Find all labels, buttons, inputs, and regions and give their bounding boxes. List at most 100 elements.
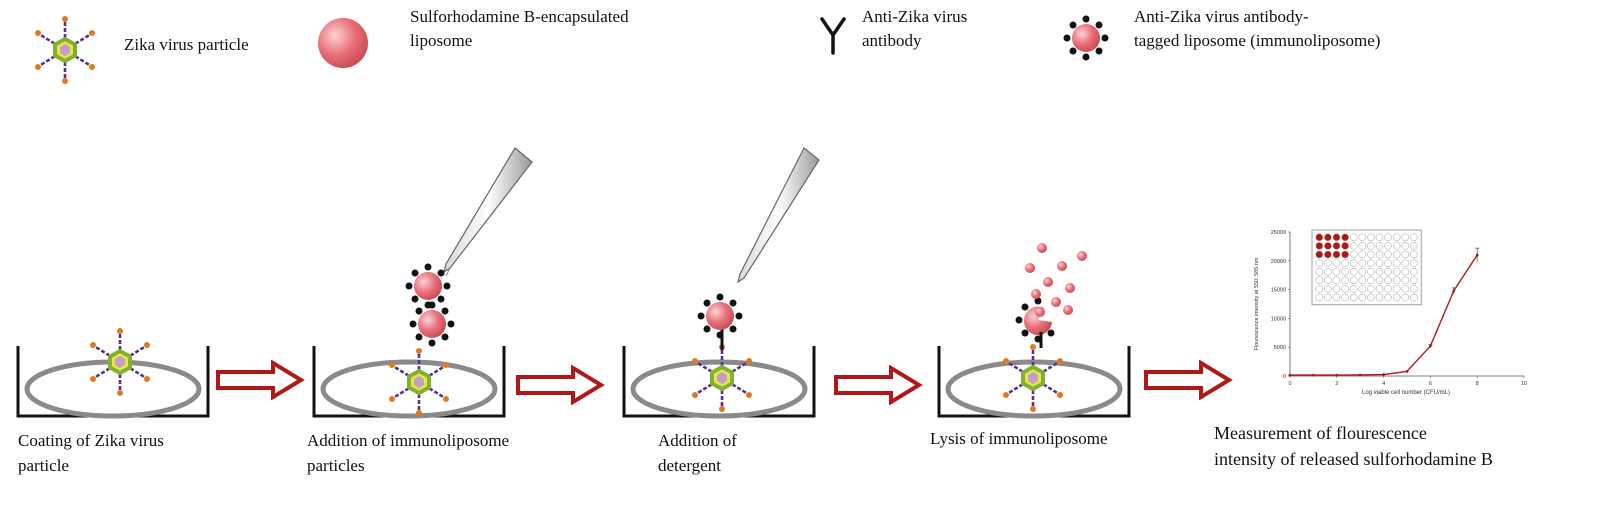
chart-x-axis-label: Log viable cell number (CFU/mL) (1362, 390, 1450, 396)
step2-well (312, 346, 506, 419)
empty-well (1358, 259, 1367, 267)
empty-well (1384, 242, 1392, 250)
empty-well (1324, 267, 1332, 276)
step3-caption-1: Addition of (658, 431, 737, 450)
empty-well (1401, 259, 1410, 267)
empty-well (1315, 293, 1324, 302)
empty-well (1410, 250, 1418, 259)
empty-well (1410, 293, 1418, 302)
empty-well (1358, 250, 1367, 259)
empty-well (1332, 293, 1341, 302)
empty-well (1401, 250, 1410, 259)
empty-well (1375, 276, 1384, 285)
chart-axes (1289, 232, 1524, 377)
empty-well (1384, 267, 1392, 276)
filled-well (1324, 233, 1332, 242)
empty-well (1410, 276, 1418, 285)
empty-well (1410, 285, 1418, 293)
empty-well (1349, 250, 1358, 259)
data-point (1358, 373, 1362, 377)
legend-liposome-label-2: liposome (410, 31, 473, 50)
chart-y-axis-label: Flourescence intensity at 550: 585 nm (1254, 257, 1260, 350)
empty-well (1392, 276, 1401, 285)
empty-well (1384, 259, 1392, 267)
step4-released-dye-icon (1025, 243, 1087, 317)
empty-well (1349, 233, 1358, 242)
step2-virus-icon (387, 346, 451, 418)
empty-well (1315, 259, 1324, 267)
empty-well (1358, 276, 1367, 285)
empty-well (1358, 293, 1367, 302)
empty-well (1401, 233, 1410, 242)
step4-lysed-liposome-icon (1015, 297, 1055, 348)
empty-well (1384, 233, 1392, 242)
filled-well (1332, 250, 1341, 259)
y-tick-label: 15000 (1271, 288, 1286, 294)
data-point (1475, 253, 1479, 257)
empty-well (1349, 276, 1358, 285)
y-tick-label: 20000 (1271, 259, 1286, 265)
empty-well (1375, 233, 1384, 242)
legend-immunoliposome-label-1: Anti-Zika virus antibody- (1134, 7, 1309, 26)
empty-well (1341, 259, 1349, 267)
legend-antibody-icon (820, 17, 846, 55)
data-point (1335, 373, 1339, 377)
legend-liposome-label-1: Sulforhodamine B-encapsulated (410, 7, 629, 26)
empty-well (1401, 293, 1410, 302)
empty-well (1392, 267, 1401, 276)
y-tick-label: 5000 (1274, 345, 1286, 351)
step2-immunoliposome-icon-2 (409, 301, 455, 347)
legend-virus-label: Zika virus particle (124, 35, 249, 54)
empty-well (1349, 285, 1358, 293)
y-tick-label: 10000 (1271, 316, 1286, 322)
filled-well (1341, 242, 1349, 250)
empty-well (1367, 267, 1375, 276)
empty-well (1315, 276, 1324, 285)
empty-well (1375, 285, 1384, 293)
empty-well (1332, 267, 1341, 276)
step4-virus-icon (1001, 342, 1065, 414)
empty-well (1392, 233, 1401, 242)
empty-well (1324, 259, 1332, 267)
empty-well (1349, 242, 1358, 250)
x-tick-label: 2 (1335, 381, 1338, 387)
empty-well (1375, 250, 1384, 259)
empty-well (1392, 250, 1401, 259)
filled-well (1332, 242, 1341, 250)
empty-well (1341, 276, 1349, 285)
empty-well (1401, 285, 1410, 293)
filled-well (1324, 242, 1332, 250)
step3-pipette-icon (737, 147, 820, 284)
step5-caption-2: intensity of released sulforhodamine B (1214, 449, 1493, 469)
empty-well (1375, 259, 1384, 267)
empty-well (1367, 285, 1375, 293)
legend-antibody-label-2: antibody (862, 31, 922, 50)
empty-well (1392, 242, 1401, 250)
empty-well (1349, 267, 1358, 276)
empty-well (1341, 267, 1349, 276)
x-tick-label: 4 (1382, 381, 1385, 387)
empty-well (1375, 293, 1384, 302)
filled-well (1315, 242, 1324, 250)
data-point (1382, 373, 1385, 376)
step1-caption-1: Coating of Zika virus (18, 431, 164, 450)
arrow-1-icon (216, 360, 305, 400)
empty-well (1392, 259, 1401, 267)
data-point (1312, 373, 1315, 377)
data-point (1429, 344, 1432, 348)
x-tick-label: 8 (1476, 381, 1479, 387)
empty-well (1392, 293, 1401, 302)
empty-well (1367, 293, 1375, 302)
empty-well (1401, 276, 1410, 285)
empty-well (1332, 285, 1341, 293)
step1-virus-icon (88, 326, 152, 398)
empty-well (1410, 267, 1418, 276)
plate-frame (1311, 229, 1422, 306)
arrow-2-icon (516, 365, 605, 405)
x-tick-label: 6 (1429, 381, 1432, 387)
empty-well (1384, 293, 1392, 302)
filled-well (1341, 233, 1349, 242)
step2-caption-1: Addition of immunoliposome (307, 431, 510, 450)
